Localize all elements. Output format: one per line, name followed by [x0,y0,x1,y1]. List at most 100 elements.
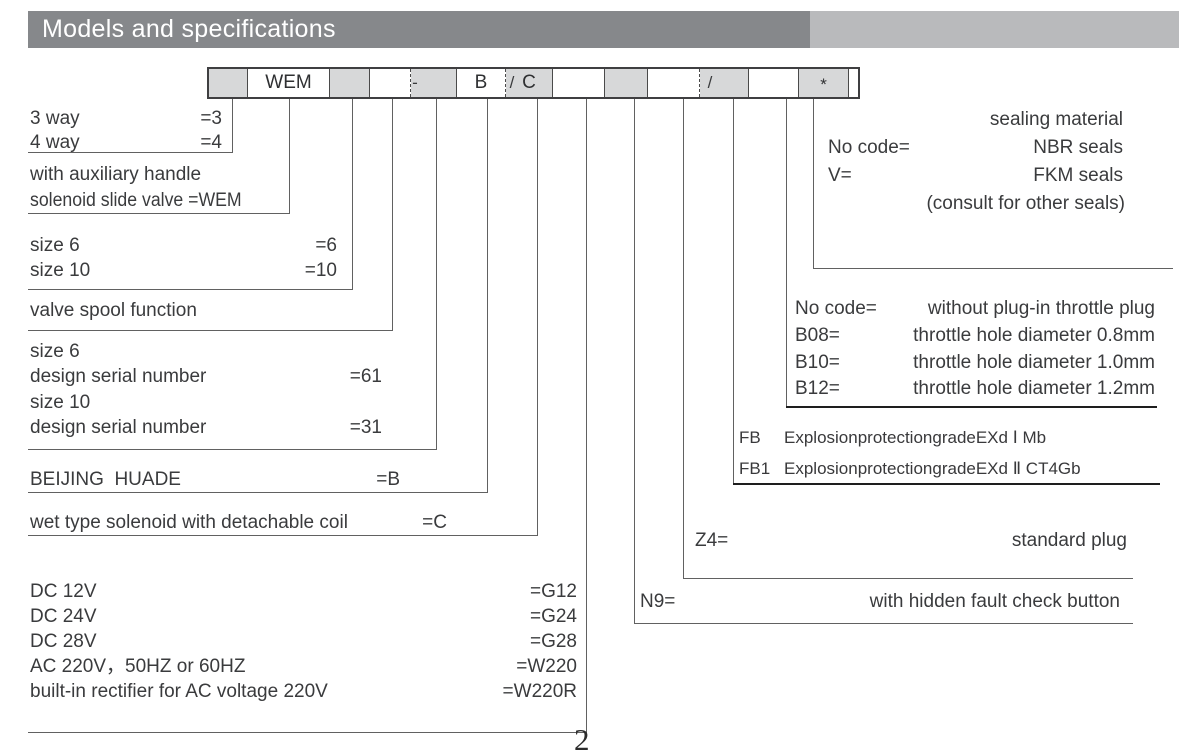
explosion-row-fb: FB ExplosionprotectiongradeEXd Ⅰ Mb [739,427,1046,449]
connector-hline-coil [28,535,538,536]
spec-code: B12= [795,378,840,399]
connector-vline-size [352,99,353,290]
connector-hline-size [28,289,353,290]
code-cell-brand-b: B [457,69,506,97]
spec-label: standard plug [1011,530,1127,551]
code-cell-n9 [605,69,648,97]
spec-code: No code= [795,298,877,319]
spec-row-voltage: built-in rectifier for AC voltage 220V =… [30,680,577,703]
spec-label-handle-line1: with auxiliary handle [30,164,202,185]
throttle-row-b12: B12= throttle hole diameter 1.2mm [795,377,1155,400]
spec-row-size10: size 10 =10 [30,259,337,282]
spec-label: DC 12V [30,581,97,602]
spec-label: 4 way [30,132,80,153]
spec-label: FKM seals [1033,165,1123,186]
connector-hline-design [28,449,437,450]
spec-code: Z4= [695,530,729,551]
connector-hline-throttle [786,406,1157,408]
throttle-row-nocode: No code= without plug-in throttle plug [795,297,1155,320]
connector-hline-seal [813,268,1173,269]
spec-row-voltage: DC 24V =G24 [30,605,577,628]
spec-code: V= [828,165,852,186]
slash-separator: / [509,73,515,92]
asterisk-mark: * [820,75,827,94]
spec-label-design10-title: size 10 [30,392,91,413]
connector-hline-spool [28,330,393,331]
code-cell-way [209,69,248,97]
spec-code: FB [739,428,761,447]
sealing-row-nbr: No code= NBR seals [828,136,1123,159]
explosion-row-fb1: FB1 ExplosionprotectiongradeEXd Ⅱ CT4Gb [739,458,1081,480]
connector-vline-way [232,99,233,153]
spec-code: =3 [200,108,222,129]
connector-hline-voltage [28,732,587,733]
fault-row-n9: N9= with hidden fault check button [640,590,1120,613]
connector-vline-spool [392,99,393,331]
spec-row-voltage: DC 28V =G28 [30,630,577,653]
dash-separator: - [412,73,418,92]
connector-hline-wem [28,213,290,214]
connector-hline-way [28,152,233,153]
page-title: Models and specifications [42,15,336,43]
page-number: 2 [574,722,590,754]
sealing-row-fkm: V= FKM seals [828,164,1123,187]
spec-label: design serial number [30,417,207,438]
spec-label: (consult for other seals) [926,193,1125,214]
spec-row-3way: 3 way =3 [30,107,222,130]
spec-label: ExplosionprotectiongradeEXd Ⅰ Mb [784,428,1047,447]
spec-code: =W220 [516,656,577,677]
spec-row-brand: BEIJING HUADE =B [30,468,400,491]
spec-label: AC 220V，50HZ or 60HZ [30,656,246,677]
code-cell-text: B [474,72,488,93]
spec-row-design6: design serial number =61 [30,365,382,388]
sealing-note-row: (consult for other seals) [828,192,1125,215]
sealing-title-row: sealing material [828,108,1123,131]
code-cell-coil-c: C [506,69,553,97]
plug-row-z4: Z4= standard plug [695,529,1127,552]
connector-vline-voltage [586,99,587,733]
section-header-bar: Models and specifications [28,11,810,48]
connector-vline-brand [487,99,488,493]
spec-label: design serial number [30,366,207,387]
spec-label-design6-title: size 6 [30,341,80,362]
connector-vline-design [436,99,437,450]
code-cell-z4 [648,69,700,97]
connector-vline-seal [813,99,814,269]
spec-code: No code= [828,137,910,158]
connector-vline-wem [289,99,290,214]
connector-hline-brand [28,492,488,493]
code-cell-spool [370,69,411,97]
connector-hline-z4 [683,578,1133,579]
spec-code: B08= [795,325,840,346]
spec-label: throttle hole diameter 0.8mm [913,325,1155,346]
spec-code: =W220R [502,681,577,702]
spec-code: =61 [349,366,382,387]
code-cell-fb [700,69,749,97]
spec-label-spool: valve spool function [30,300,197,321]
slash-separator: / [707,73,713,92]
spec-label: built-in rectifier for AC voltage 220V [30,681,328,702]
spec-row-coil: wet type solenoid with detachable coil =… [30,511,447,534]
spec-row-design10: design serial number =31 [30,416,382,439]
spec-code: FB1 [739,459,771,478]
spec-code: B10= [795,352,840,373]
spec-label: BEIJING HUADE [30,469,181,490]
spec-code: =C [422,512,447,533]
connector-vline-coil [537,99,538,536]
connector-hline-n9 [634,623,1133,624]
spec-label: throttle hole diameter 1.0mm [913,352,1155,373]
spec-label: wet type solenoid with detachable coil [30,512,348,533]
spec-row-voltage: DC 12V =G12 [30,580,577,603]
spec-label: DC 24V [30,606,97,627]
section-header-bar-right [810,11,1179,48]
spec-label: size 10 [30,260,91,281]
spec-label-handle-line2: solenoid slide valve =WEM [30,190,242,211]
spec-label: with hidden fault check button [869,591,1120,612]
spec-code: =G28 [529,631,577,652]
spec-label: ExplosionprotectiongradeEXd Ⅱ CT4Gb [784,459,1081,478]
throttle-row-b08: B08= throttle hole diameter 0.8mm [795,324,1155,347]
connector-vline-n9 [634,99,635,624]
spec-label: size 6 [30,235,80,256]
code-cell-design [411,69,457,97]
